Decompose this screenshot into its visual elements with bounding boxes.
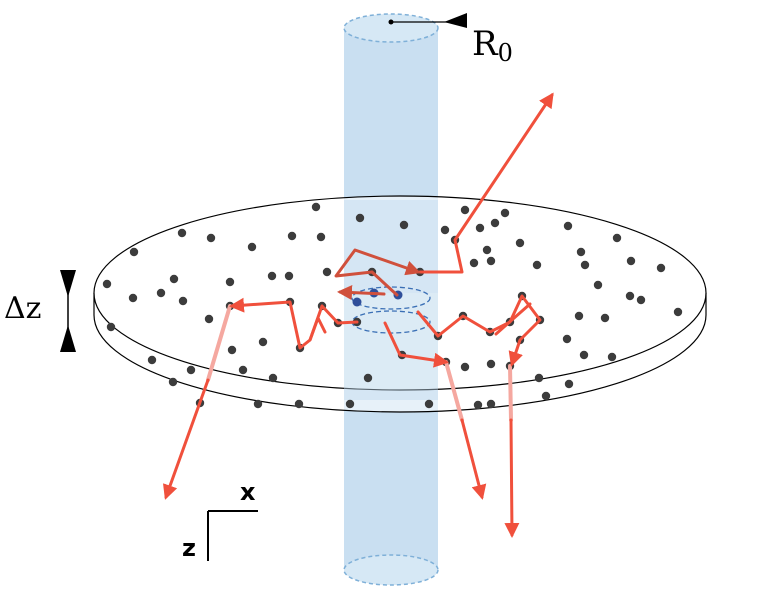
particle [355,213,365,223]
particle [579,350,589,360]
particle [440,225,450,235]
particle [225,277,235,287]
thickness-marker [60,270,76,352]
particle [247,242,257,252]
thickness-label: Δz [4,291,41,326]
particle [311,202,321,212]
particle [169,274,179,284]
path-up [418,92,554,274]
path-center-exit [460,418,487,500]
particle [515,238,525,248]
particle [607,352,617,362]
radius-label: R0 [472,24,513,67]
particle [612,233,622,243]
particle [227,345,237,355]
particle [177,228,187,238]
particle [656,263,666,273]
particle [580,260,590,270]
particle [626,256,636,266]
particle [178,296,188,306]
particle [284,271,294,281]
particle [258,337,268,347]
particle [345,399,355,409]
particle [541,391,551,401]
particle [399,220,409,230]
particle [238,365,248,375]
particle [473,400,483,410]
path-center [334,248,421,278]
particle [322,267,332,277]
particle [129,247,139,257]
particle [490,218,500,228]
particle [475,223,485,233]
particle [267,271,277,281]
particle [486,256,496,266]
particle [316,232,326,242]
particle [500,208,510,218]
path-left-exit [162,378,210,500]
particle [534,373,544,383]
particle [204,314,214,324]
particle [424,399,434,409]
particle [576,247,586,257]
path-lower-center [383,321,449,368]
particle [564,379,574,389]
particle [600,313,610,323]
axes-indicator [207,510,258,561]
particle [593,280,603,290]
particle [268,373,278,383]
particle [532,260,542,270]
axis-z-label: z [182,534,196,562]
particle [156,288,166,298]
particle [673,307,683,317]
particle [574,311,584,321]
particle [460,362,470,372]
path-right-exit [504,418,520,538]
radius-pointer [388,13,467,28]
axis-x-label: x [240,478,256,506]
particle [106,322,116,332]
faded-exit-segments [206,304,513,422]
particle [562,334,572,344]
particle [294,399,304,409]
particle [186,365,196,375]
beam-bottom-ellipse [343,554,439,586]
particle [363,373,373,383]
particle [482,245,492,255]
particle [486,359,496,369]
particle [563,221,573,231]
particle [206,233,216,243]
particle [128,293,138,303]
particle [168,377,178,387]
particle [147,355,157,365]
particle [102,279,112,289]
particle [625,291,635,301]
particle [469,258,479,268]
particle [460,205,470,215]
particle [253,399,263,409]
particle [287,231,297,241]
particle [486,399,496,409]
scattering-paths [162,92,554,538]
particle [636,295,646,305]
particle-in-beam [352,297,362,307]
beam-top-ellipse [343,13,439,43]
